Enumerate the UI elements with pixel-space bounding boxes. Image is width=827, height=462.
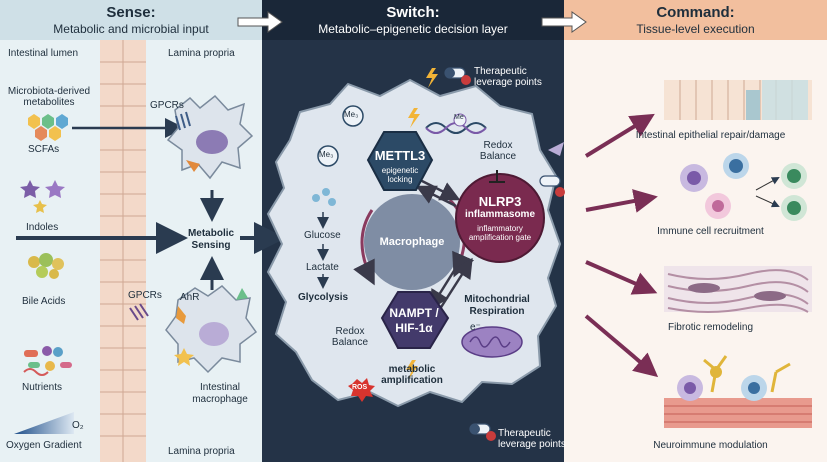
command-arrows (584, 113, 659, 378)
scfa-icon (28, 114, 68, 141)
label-outcome-immune: Immune cell recruitment (657, 226, 764, 237)
label-microbiota: Microbiota-derived metabolites (7, 86, 91, 108)
indole-icon (20, 180, 65, 213)
label-intestinal-macrophage: Intestinal macrophage (192, 382, 248, 405)
sense-title: Sense: (106, 4, 156, 21)
macrophage-bottom (129, 285, 258, 374)
nutrients-icon (23, 346, 72, 376)
epithelial-column (100, 40, 146, 462)
label-lamina-propria-bottom: Lamina propria (168, 446, 235, 457)
label-nampt: NAMPT / (389, 306, 439, 320)
therapeutic-pill-side (539, 142, 565, 197)
label-ros: ROS (352, 384, 368, 391)
neuroimmune-illustration (664, 355, 812, 428)
label-lamina-propria-top: Lamina propria (168, 48, 235, 59)
nlrp3-node (455, 173, 545, 263)
label-metabolic-amp: metabolic amplification (381, 364, 443, 386)
redox-inhibit-icon (489, 170, 505, 183)
immune-recruitment-illustration (680, 153, 807, 221)
label-lactate: Lactate (306, 262, 339, 273)
mettl3-node (366, 131, 434, 191)
label-glycolysis: Glycolysis (298, 292, 349, 303)
label-indoles: Indoles (26, 222, 59, 233)
label-o2: O₂ (72, 420, 84, 431)
label-outcome-neuroimmune: Neuroimmune modulation (653, 440, 768, 451)
switch-subtitle: Metabolic–epigenetic decision layer (318, 22, 508, 36)
label-me3-b: Me₃ (319, 150, 334, 159)
label-therapeutic-bottom: Therapeutic leverage points (498, 428, 566, 450)
label-redox-top: Redox Balance (479, 140, 517, 162)
label-intestinal-lumen: Intestinal lumen (8, 48, 79, 59)
therapeutic-pill-top (444, 67, 471, 85)
label-scfas: SCFAs (28, 144, 60, 155)
mitochondria-icon (461, 326, 523, 358)
sense-header: Sense: Metabolic and microbial input (0, 0, 262, 40)
label-bile-acids: Bile Acids (22, 296, 66, 307)
label-hif: HIF-1α (395, 321, 433, 335)
label-nlrp3-line2: inflammasome (464, 209, 536, 220)
label-macrophage: Macrophage (379, 236, 445, 248)
bile-acid-icon (28, 253, 64, 279)
label-nutrients: Nutrients (22, 382, 63, 393)
therapeutic-pill-bottom (469, 423, 496, 441)
me3-bubble-a (342, 105, 364, 127)
label-glucose: Glucose (304, 230, 341, 241)
lightning-icons (406, 68, 438, 380)
command-header: Command: Tissue-level execution (564, 0, 827, 40)
switch-title: Switch: (386, 4, 440, 21)
label-therapeutic-top: Therapeutic leverage points (474, 66, 542, 88)
label-redox-bottom: Redox Balance (331, 326, 369, 348)
label-mettl3-sub: epigenetic locking (381, 166, 419, 184)
label-mettl3: METTL3 (374, 148, 426, 163)
label-gpcrs-bottom: GPCRs (128, 290, 162, 301)
nampt-node (380, 291, 450, 349)
label-me3-a: Me₃ (344, 110, 359, 119)
switch-header: Switch: Metabolic–epigenetic decision la… (262, 0, 564, 40)
command-subtitle: Tissue-level execution (636, 22, 755, 36)
me3-bubble-b (317, 145, 339, 167)
sense-subtitle: Metabolic and microbial input (53, 22, 209, 36)
sense-arrows (16, 118, 286, 290)
glycolysis-path (312, 188, 336, 289)
label-outcome-fibrotic: Fibrotic remodeling (667, 322, 754, 333)
macrophage-top (166, 94, 254, 180)
command-title: Command: (656, 4, 735, 21)
label-nlrp3-sub: inflammatory amplification gate (468, 224, 532, 242)
oxygen-gradient-icon (14, 412, 74, 434)
fibrotic-remodeling-illustration (664, 266, 812, 313)
header-arrow-1 (237, 11, 283, 33)
ros-burst-icon (348, 378, 375, 402)
label-nlrp3: NLRP3 (478, 194, 522, 209)
label-ahr: AhR (180, 292, 200, 303)
label-outcome-epithelial: Intestinal epithelial repair/damage (635, 130, 786, 141)
label-gpcrs-top: GPCRs (150, 100, 184, 111)
label-me-dna: Me (454, 114, 464, 121)
label-mito: Mitochondrial Respiration (464, 294, 530, 317)
label-e-minus: e⁻ (470, 322, 481, 333)
label-metabolic-sensing: Metabolic Sensing (187, 228, 235, 251)
epithelial-repair-illustration (664, 80, 812, 120)
macrophage-nucleus (364, 194, 460, 290)
label-oxygen-gradient: Oxygen Gradient (6, 440, 82, 451)
dna-icon (425, 113, 487, 134)
header-arrow-2 (541, 11, 587, 33)
